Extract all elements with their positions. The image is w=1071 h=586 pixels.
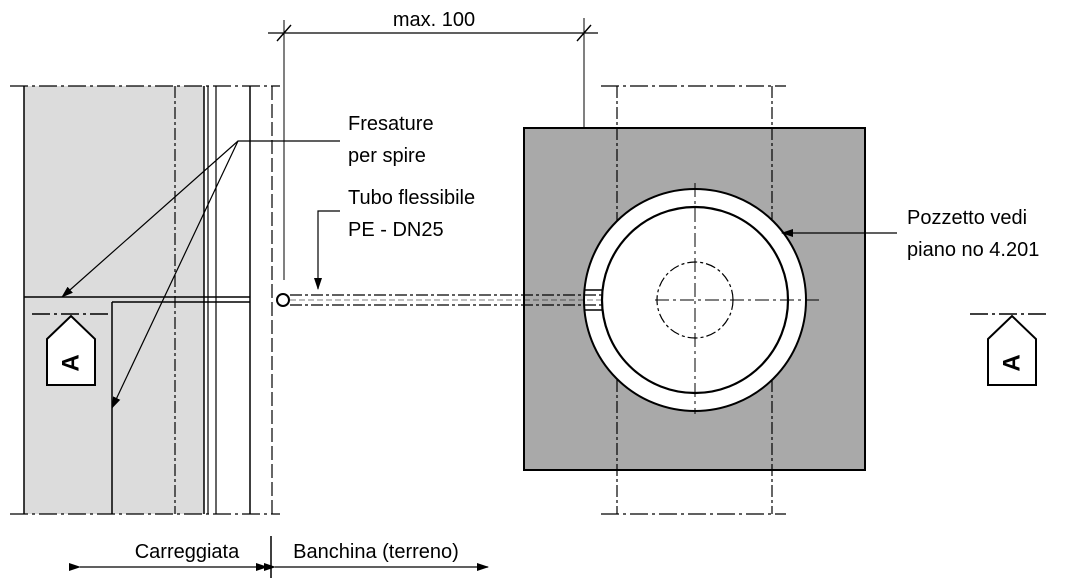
section-marker-right: A [970, 313, 1050, 386]
label-tubo-2: PE - DN25 [348, 219, 444, 241]
label-pozzetto-2: piano no 4.201 [907, 239, 1039, 261]
shoulder-lines [271, 20, 285, 514]
road-area [10, 85, 280, 515]
label-banchina: Banchina (terreno) [293, 541, 459, 563]
section-letter-left: A [58, 354, 85, 371]
section-letter-right: A [999, 354, 1026, 371]
zone-labels: Carreggiata Banchina (terreno) [69, 536, 489, 578]
section-marker-left: A [32, 313, 110, 386]
label-tubo-1: Tubo flessibile [348, 187, 475, 209]
label-fresature-2: per spire [348, 145, 426, 167]
label-pozzetto-1: Pozzetto vedi [907, 207, 1027, 229]
labels: Fresature per spire Tubo flessibile PE -… [348, 113, 1039, 261]
manhole-block [523, 85, 866, 515]
label-fresature-1: Fresature [348, 113, 434, 135]
leader-lines [61, 140, 897, 409]
flexible-tube [276, 289, 602, 311]
label-carreggiata: Carreggiata [135, 541, 240, 563]
dimension-label: max. 100 [393, 9, 475, 31]
